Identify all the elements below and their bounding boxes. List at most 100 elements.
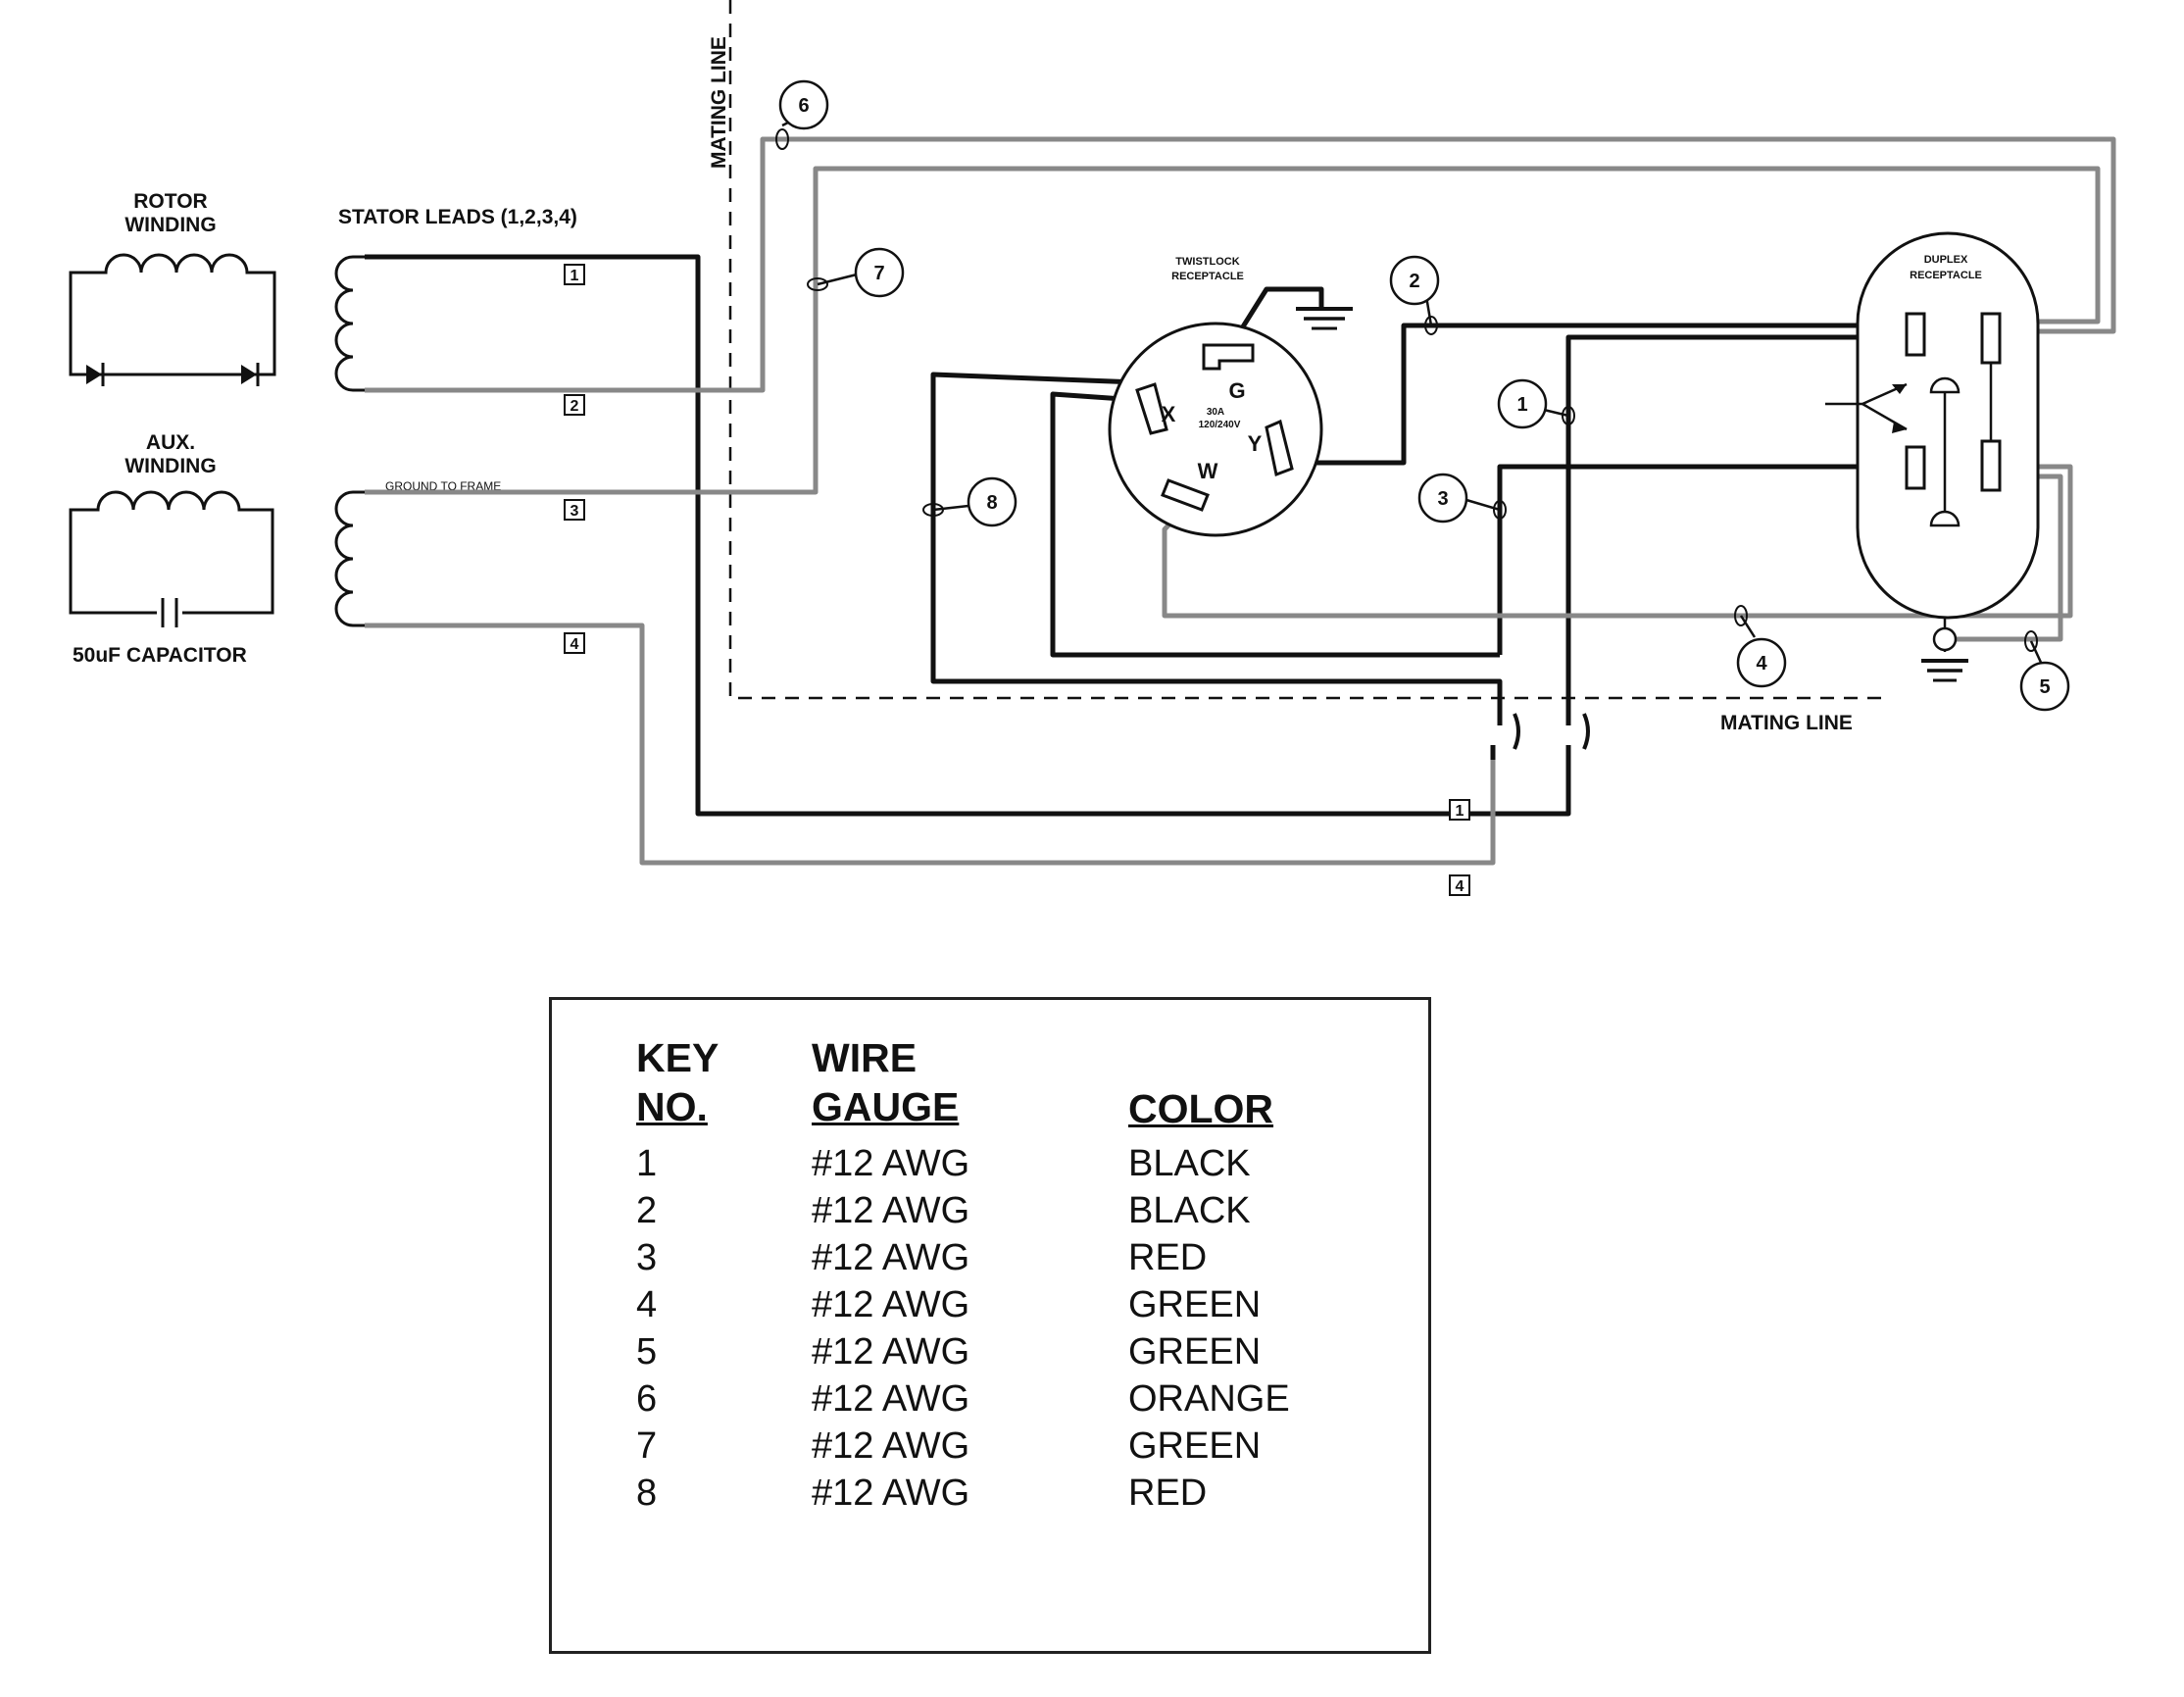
wire-g-ground xyxy=(1222,286,1324,357)
callout-1: 1 xyxy=(1497,378,1575,429)
table-cell-key: 8 xyxy=(636,1472,658,1514)
wire-7 xyxy=(365,166,2101,495)
callout-4: 4 xyxy=(1734,605,1787,688)
wire-2 xyxy=(1304,323,1907,466)
twistlock-slot-x xyxy=(1135,382,1168,435)
duplex-ground-hole xyxy=(1929,510,1961,527)
duplex-slot-upper-left xyxy=(1905,312,1926,357)
capacitor-icon xyxy=(157,598,182,627)
table-cell-color: GREEN xyxy=(1128,1425,1262,1467)
table-cell-key: 1 xyxy=(636,1143,658,1184)
svg-text:5: 5 xyxy=(2039,676,2050,698)
table-cell-color: ORANGE xyxy=(1128,1378,1290,1420)
rotor-winding-label-1: ROTOR xyxy=(133,190,207,213)
table-cell-key: 6 xyxy=(636,1378,658,1420)
stator-lead-box-4: 4 xyxy=(564,632,585,654)
svg-text:6: 6 xyxy=(798,95,809,117)
table-cell-gauge: #12 AWG xyxy=(812,1284,970,1325)
wire-4 xyxy=(1162,464,2073,619)
svg-text:4: 4 xyxy=(571,636,579,653)
wire-8 xyxy=(930,372,1503,708)
twistlock-slot-y xyxy=(1265,419,1294,477)
svg-text:8: 8 xyxy=(986,492,997,514)
callout-8: 8 xyxy=(922,476,1018,527)
svg-text:2: 2 xyxy=(1409,271,1419,292)
twistlock-slot-w xyxy=(1161,478,1210,512)
wire-lead-4 xyxy=(365,623,1496,866)
stator-lead-box-3: 3 xyxy=(564,499,585,521)
stator-coil-lower xyxy=(334,490,365,627)
wire-header-line1: WIRE xyxy=(812,1035,918,1080)
svg-text:2: 2 xyxy=(571,398,579,415)
capacitor-label: 50uF CAPACITOR xyxy=(73,644,247,667)
stator-leads-label: STATOR LEADS (1,2,3,4) xyxy=(338,206,577,228)
ground-icon xyxy=(1296,307,1353,330)
table-cell-gauge: #12 AWG xyxy=(812,1331,970,1373)
duplex-face xyxy=(1856,231,2040,620)
rotor-winding-label-2: WINDING xyxy=(124,214,216,236)
diode-icon xyxy=(241,363,260,386)
svg-text:3: 3 xyxy=(1437,488,1448,510)
diode-icon xyxy=(86,363,105,386)
table-cell-key: 7 xyxy=(636,1425,658,1467)
duplex-slot-upper-right xyxy=(1980,312,2002,365)
rotor-coil xyxy=(69,253,276,376)
terminal-x: X xyxy=(1162,402,1176,426)
stator-coil-upper xyxy=(334,255,365,392)
table-cell-gauge: #12 AWG xyxy=(812,1425,970,1467)
twistlock-label-2: RECEPTACLE xyxy=(1171,271,1244,282)
callout-6: 6 xyxy=(775,79,829,150)
rotor-winding: ROTOR WINDING xyxy=(69,190,276,386)
svg-text:4: 4 xyxy=(1456,878,1464,895)
twistlock-rating-1: 30A xyxy=(1207,407,1224,418)
stator-lead-box-1: 1 xyxy=(564,264,585,285)
wire-key-table: KEY NO. WIRE GAUGE COLOR 1 #12 AWG BLACK… xyxy=(549,997,1431,1654)
table-cell-gauge: #12 AWG xyxy=(812,1143,970,1184)
color-header: COLOR xyxy=(1128,1086,1274,1131)
callout-2: 2 xyxy=(1389,255,1440,335)
table-cell-color: BLACK xyxy=(1128,1190,1251,1231)
wire-lead-1 xyxy=(365,254,1571,817)
table-cell-color: GREEN xyxy=(1128,1331,1262,1373)
table-cell-color: BLACK xyxy=(1128,1143,1251,1184)
table-cell-color: RED xyxy=(1128,1472,1208,1514)
table-cell-color: RED xyxy=(1128,1237,1208,1278)
duplex-label-1: DUPLEX xyxy=(1924,254,1968,266)
stator-lead-box-2: 2 xyxy=(564,394,585,416)
twistlock-slot-g xyxy=(1202,343,1255,371)
mating-lead-box-4: 4 xyxy=(1449,874,1470,896)
callout-7: 7 xyxy=(807,247,905,298)
duplex-receptacle: DUPLEX RECEPTACLE xyxy=(1825,231,2040,620)
svg-text:1: 1 xyxy=(1516,394,1527,416)
aux-coil xyxy=(69,490,274,615)
duplex-label-2: RECEPTACLE xyxy=(1910,270,1982,281)
wire-header-line2: GAUGE xyxy=(812,1084,960,1129)
terminal-y: Y xyxy=(1248,431,1263,456)
twistlock-label-1: TWISTLOCK xyxy=(1175,256,1239,268)
twistlock-face xyxy=(1108,322,1323,537)
aux-winding: AUX. WINDING 50uF CAPACITOR xyxy=(69,431,274,667)
key-header-line1: KEY xyxy=(636,1035,720,1080)
table-cell-key: 4 xyxy=(636,1284,658,1325)
wire-3 xyxy=(1497,464,1907,655)
svg-text:1: 1 xyxy=(1456,803,1464,820)
wire-x-inner xyxy=(1050,391,1500,658)
svg-text:1: 1 xyxy=(571,268,579,284)
duplex-ground-hole xyxy=(1929,376,1961,394)
mating-lead-box-1: 1 xyxy=(1449,799,1470,821)
aux-winding-label-1: AUX. xyxy=(146,431,195,454)
mating-line-vertical-label: MATING LINE xyxy=(708,36,730,169)
table-cell-gauge: #12 AWG xyxy=(812,1190,970,1231)
twistlock-receptacle: TWISTLOCK RECEPTACLE G X Y W 30A 120/240… xyxy=(1108,256,1323,537)
twistlock-rating-2: 120/240V xyxy=(1199,420,1241,430)
table-cell-gauge: #12 AWG xyxy=(812,1237,970,1278)
table-cell-color: GREEN xyxy=(1128,1284,1262,1325)
table-cell-key: 2 xyxy=(636,1190,658,1231)
wire-1 xyxy=(1565,334,1907,708)
svg-text:7: 7 xyxy=(873,263,884,284)
aux-winding-label-2: WINDING xyxy=(124,455,216,477)
table-cell-gauge: #12 AWG xyxy=(812,1378,970,1420)
callout-5: 5 xyxy=(2019,630,2070,712)
mating-line-vertical xyxy=(728,0,1887,700)
